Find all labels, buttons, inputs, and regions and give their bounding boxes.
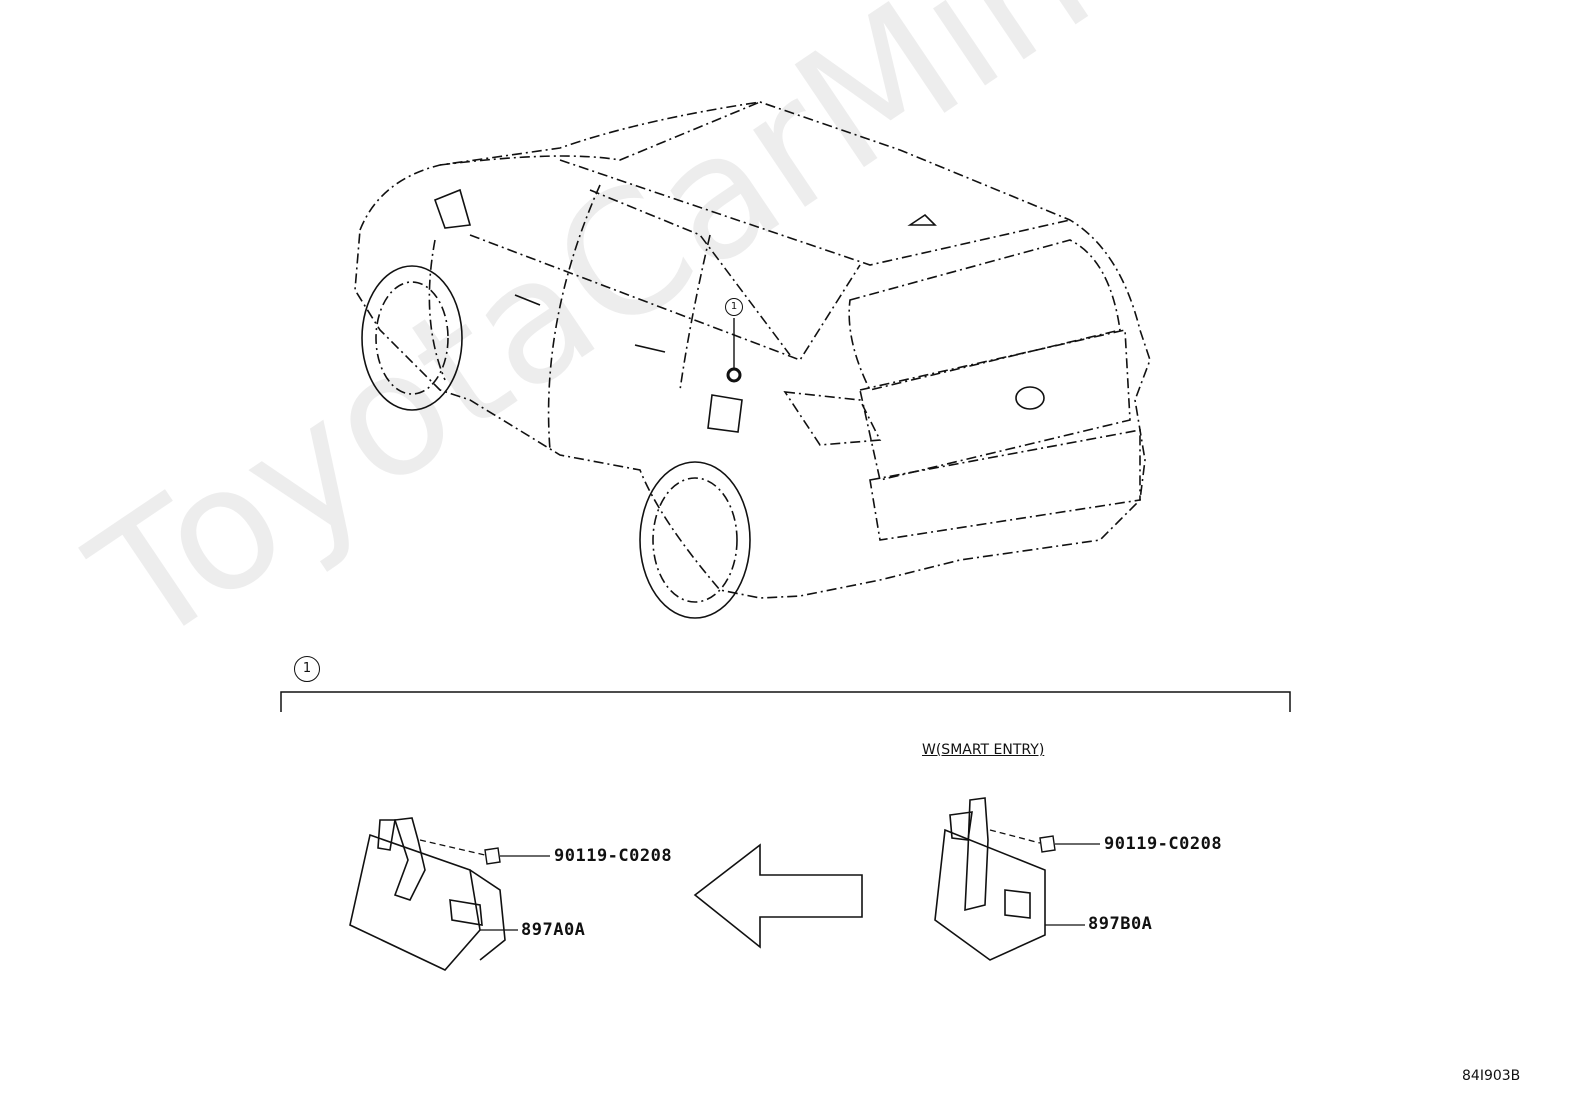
handle-front <box>514 294 541 306</box>
part-label-module-left[interactable]: 897A0A <box>521 920 586 940</box>
bumper <box>869 429 1141 541</box>
rear-window <box>848 239 1121 391</box>
right-bracket <box>964 797 989 912</box>
rear-lamp <box>783 391 882 446</box>
mirror <box>433 188 472 229</box>
fuel-lid <box>707 394 743 433</box>
rear-wheel-outer <box>639 461 751 619</box>
front-wheel-outer <box>361 265 463 411</box>
vehicle-callout: 1 <box>725 298 743 316</box>
rear-wheel-inner <box>652 477 738 603</box>
tailgate <box>859 329 1131 481</box>
handle-rear <box>634 344 666 353</box>
section-callout: 1 <box>294 656 320 682</box>
condition-label: W(SMART ENTRY) <box>922 742 1045 758</box>
location-marker <box>726 367 742 383</box>
side-window-line <box>469 234 861 361</box>
door-line-rear <box>679 234 711 391</box>
figure-code: 84I903B <box>1462 1068 1521 1084</box>
right-bolt-icon <box>1039 835 1056 853</box>
roof-line <box>439 101 761 166</box>
part-label-bolt-right[interactable]: 90119-C0208 <box>1104 834 1223 854</box>
left-bracket <box>393 817 426 901</box>
antenna <box>907 213 937 226</box>
part-label-bolt-left[interactable]: 90119-C0208 <box>554 846 673 866</box>
window-pillar <box>589 189 791 356</box>
vehicle-body-outline <box>354 101 1151 599</box>
door-line-front <box>428 239 446 381</box>
left-module-body <box>349 833 481 971</box>
section-bracket <box>280 691 1291 712</box>
front-wheel-inner <box>375 281 449 395</box>
emblem <box>1015 386 1045 410</box>
door-line-mid <box>547 184 601 451</box>
direction-arrow <box>693 843 863 949</box>
right-module-body <box>934 828 1046 961</box>
left-bolt-icon <box>484 847 501 865</box>
roof-rail <box>559 159 1071 266</box>
part-label-module-right[interactable]: 897B0A <box>1088 914 1153 934</box>
